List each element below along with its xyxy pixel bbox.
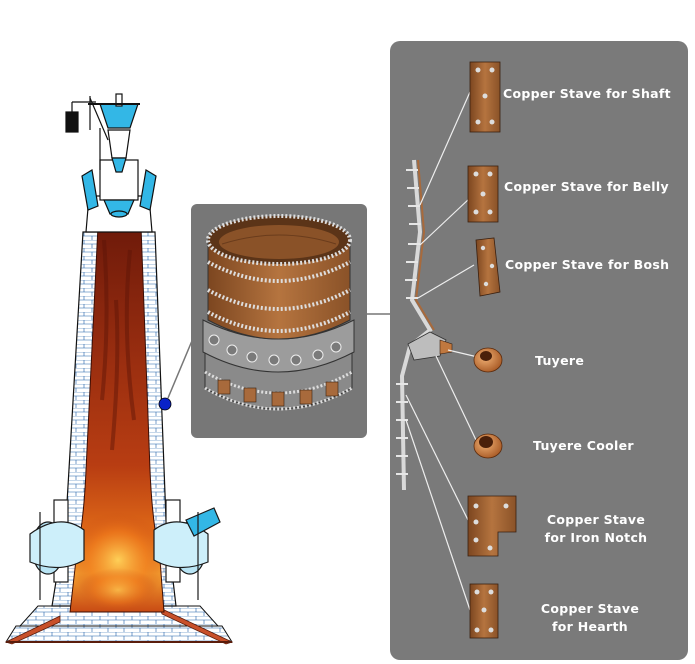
stave-profile-cross-section [396,159,453,491]
bosh-stave-thumbnail [475,237,501,297]
components-panel [390,41,688,660]
shaft-stave-thumbnail [469,61,501,133]
furnace-top-equipment [65,93,157,233]
tuyere-thumbnail [473,347,503,373]
bustle-pipe [29,499,221,600]
inset-stave-cylinder-panel [191,204,367,438]
label-copper-stave-belly: Copper Stave for Belly [504,179,669,194]
tuyere-cooler-thumbnail [473,433,503,459]
iron-notch-stave-thumbnail [467,495,517,557]
label-copper-stave-shaft: Copper Stave for Shaft [503,86,671,101]
label-tuyere: Tuyere [535,353,585,368]
hearth-stave-thumbnail [469,583,499,639]
inset-connector-lines [167,313,392,399]
label-copper-stave-hearth: Copper Stave for Hearth [532,600,648,636]
label-copper-stave-bosh: Copper Stave for Bosh [505,257,670,272]
belly-stave-thumbnail [467,165,499,223]
furnace-position-marker [158,397,172,411]
blast-furnace [4,93,234,645]
stave-cylinder-model [202,214,355,411]
label-tuyere-cooler: Tuyere Cooler [533,438,634,453]
furnace-molten-interior [69,225,165,613]
label-iron-notch-line2: for Iron Notch [544,530,648,545]
label-copper-stave-iron-notch: Copper Stave for Iron Notch [538,511,654,547]
furnace-foundation [4,605,234,645]
label-hearth-line1: Copper Stave [540,601,640,616]
label-iron-notch-line1: Copper Stave [546,512,646,527]
label-hearth-line2: for Hearth [552,619,628,634]
